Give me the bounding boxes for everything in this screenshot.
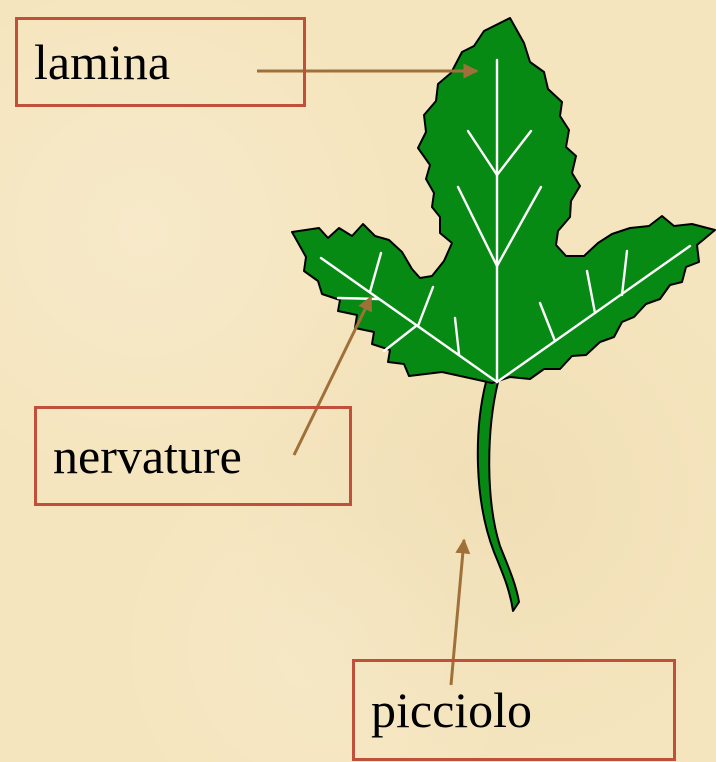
petiole-shape [478,382,519,611]
nervature-label-box: nervature [34,406,352,506]
lamina-label: lamina [34,37,170,87]
nervature-label: nervature [53,431,242,481]
picciolo-label-box: picciolo [352,659,676,761]
lamina-label-box: lamina [15,17,306,107]
picciolo-label: picciolo [371,685,532,735]
